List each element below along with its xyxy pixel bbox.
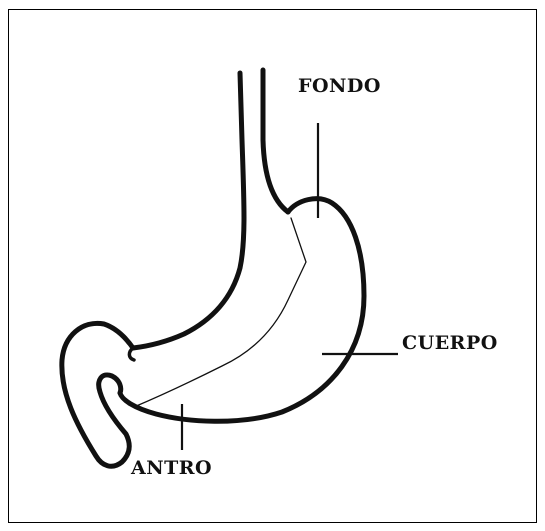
fondo-label: FONDO bbox=[298, 77, 381, 96]
inner-boundary-line bbox=[134, 218, 306, 407]
cuerpo-label: CUERPO bbox=[402, 334, 498, 353]
lesser-curvature-notch bbox=[129, 348, 134, 360]
antro-label: ANTRO bbox=[131, 459, 212, 478]
esophagus-left-wall bbox=[133, 73, 244, 348]
esophagus-right-wall bbox=[263, 70, 288, 212]
